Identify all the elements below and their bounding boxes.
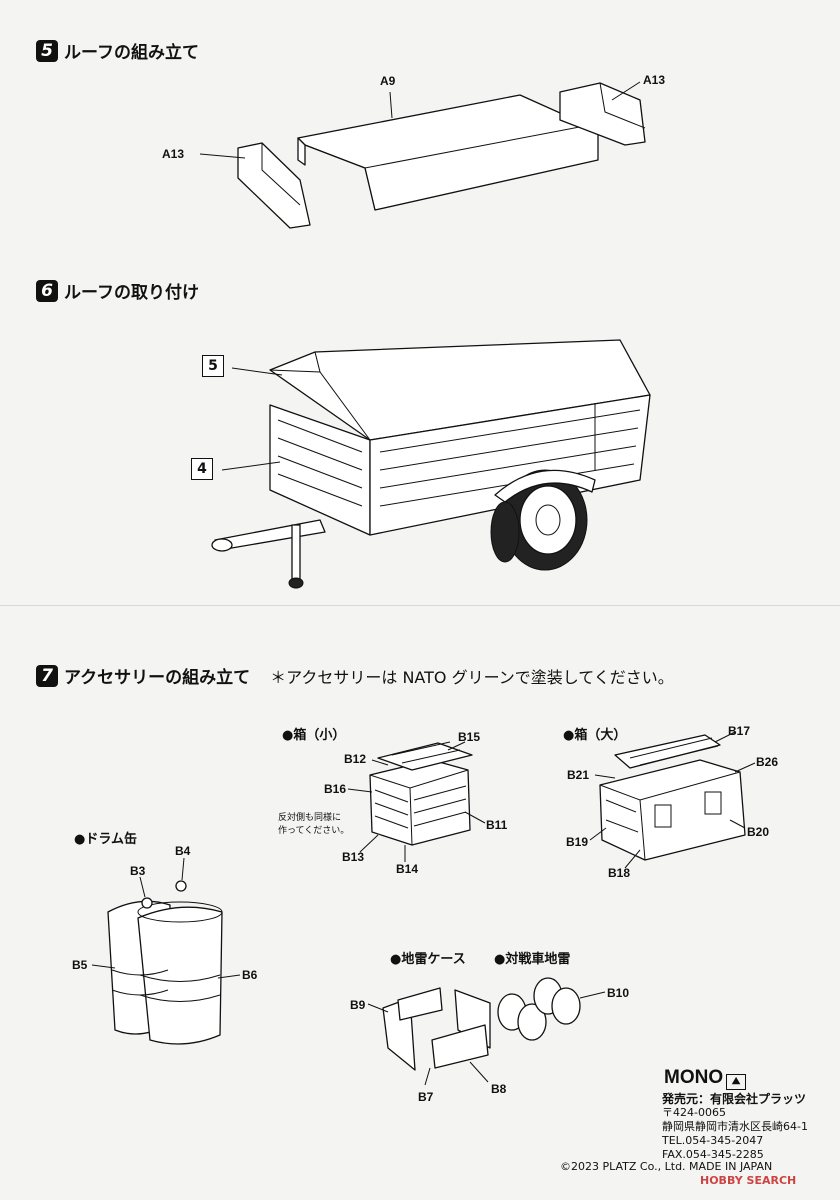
company-info: 発売元：有限会社プラッツ 〒424-0065 静岡県静岡市清水区長崎64-1 T… [662,1092,808,1162]
label-b13: B13 [342,850,365,864]
roof-a13-left-drawing [237,142,311,229]
step-5-number: 5 [36,39,58,62]
paint-note: ＊アクセサリーは NATO グリーンで塗装してください。 [270,667,674,687]
step-6-title: ルーフの取り付け [64,283,199,303]
small-box-drawing [369,741,473,846]
label-a13-right: A13 [643,73,666,87]
company-address: 静岡県静岡市清水区長崎64-1 [662,1120,808,1133]
large-box-drawing [599,734,746,861]
label-b8: B8 [491,1082,507,1096]
small-box-note: 反対側も同様に 作ってください。 [278,812,349,838]
roof-a9-drawing [297,94,599,211]
ref-step-5-box: 5 [202,355,224,377]
small-box-note-line2: 作ってください。 [278,826,350,836]
step-6-number: 6 [36,279,58,302]
mountain-logo-icon: ⛰ [726,1074,747,1090]
ref-step-4-box: 4 [191,458,213,480]
label-b5: B5 [72,958,88,972]
label-b26: B26 [756,755,779,769]
small-box-note-line1: 反対側も同様に [278,813,342,823]
brand-text: MONO [664,1067,724,1088]
label-b7: B7 [418,1090,434,1104]
mono-logo: MONO⛰ [664,1067,747,1090]
label-b21: B21 [567,768,590,782]
label-b15: B15 [458,730,481,744]
postal-code: 〒424-0065 [662,1106,726,1119]
label-b6: B6 [242,968,258,982]
step-5-heading: 5 ルーフの組み立て [36,38,199,63]
large-box-title: ●箱（大） [563,728,627,743]
watermark-text: HOBBY SEARCH [700,1174,797,1187]
label-b11: B11 [486,818,508,832]
company-fax: FAX.054-345-2285 [662,1148,764,1161]
label-b4: B4 [175,844,191,858]
step-7-number: 7 [36,664,58,687]
roof-a13-right-drawing [559,82,646,146]
at-mine-title: ●対戦車地雷 [494,952,571,967]
label-b18: B18 [608,866,631,880]
drum-drawing [107,880,223,1045]
label-b17: B17 [728,724,751,738]
label-b9: B9 [350,998,366,1012]
step-6-heading: 6 ルーフの取り付け [36,278,199,303]
copyright-text: ©2023 PLATZ Co., Ltd. MADE IN JAPAN [560,1160,773,1173]
label-b16: B16 [324,782,347,796]
company-tel: TEL.054-345-2047 [662,1134,764,1147]
at-mine-drawing [497,977,581,1041]
small-box-title: ●箱（小） [282,728,346,743]
step-7-heading: 7 アクセサリーの組み立て ＊アクセサリーは NATO グリーンで塗装してくださ… [36,663,674,688]
trailer-drawing [211,339,651,589]
label-b10: B10 [607,986,630,1000]
label-b19: B19 [566,835,589,849]
drum-title: ●ドラム缶 [74,832,137,847]
label-b12: B12 [344,752,367,766]
page-fold-line [0,605,840,606]
label-b20: B20 [747,825,770,839]
label-b14: B14 [396,862,419,876]
step-5-title: ルーフの組み立て [64,43,199,63]
mine-case-drawing [382,987,491,1071]
label-a13-left: A13 [162,147,185,161]
company-name: 発売元：有限会社プラッツ [662,1092,807,1106]
label-b3: B3 [130,864,146,878]
mine-case-title: ●地雷ケース [390,952,466,967]
label-a9: A9 [380,74,396,88]
step-7-title: アクセサリーの組み立て [64,668,251,688]
